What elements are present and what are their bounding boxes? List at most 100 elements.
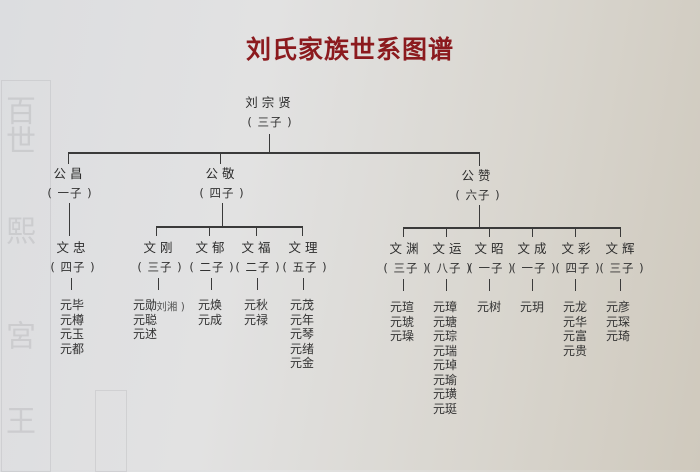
- node-name: 文忠: [56, 240, 90, 255]
- gen3-list-wenli: 元茂 元年 元琴 元绪 元金: [290, 298, 314, 371]
- connector-line: [256, 226, 258, 236]
- gen2-node-wenzhao: 文昭 ( 一子 ): [468, 241, 513, 276]
- node-son-count: ( 四子 ): [50, 260, 96, 274]
- gen2-node-wencai: 文彩 ( 四子 ): [555, 241, 600, 276]
- gen2-node-wenli: 文理 ( 五子 ): [282, 240, 327, 275]
- connector-line: [403, 279, 405, 291]
- node-son-count: ( 二子 ): [189, 260, 235, 274]
- gen3-name: 元树: [476, 300, 502, 314]
- connector-line: [156, 226, 158, 236]
- connector-line: [532, 227, 534, 237]
- connector-line: [620, 279, 622, 291]
- node-name: 文彩: [561, 241, 595, 256]
- gen2-node-wengang: 文刚 ( 三子 ): [137, 240, 182, 275]
- gen3-name: 元琸: [432, 358, 458, 372]
- connector-line: [257, 278, 259, 290]
- gen2-node-wenyu: 文郁 ( 二子 ): [189, 240, 234, 275]
- gen3-name: 元勋: [133, 298, 158, 312]
- gen3-name: 元焕: [197, 298, 223, 312]
- gen3-name: 元彦: [605, 300, 631, 314]
- gen3-list-wenzhao: 元树: [477, 300, 501, 315]
- gen3-name: 元都: [59, 341, 85, 356]
- gen3-name: 元瑞: [432, 343, 458, 358]
- node-name: 文郁: [195, 240, 229, 255]
- gen3-list-wenyu: 元焕 元成: [198, 298, 222, 327]
- node-son-count: ( 一子 ): [468, 261, 514, 275]
- background-calligraphy: 熙: [0, 215, 35, 245]
- gen3-name: 元玥: [519, 300, 545, 314]
- gen3-name: 元绪: [289, 341, 315, 356]
- node-name: 刘宗贤: [245, 95, 295, 110]
- gen3-name: 元琴: [289, 327, 315, 341]
- gen3-name: 元年: [289, 312, 315, 327]
- gen3-name: 元禄: [243, 312, 269, 327]
- node-son-count: ( 八子 ): [426, 261, 472, 275]
- connector-line: [69, 203, 71, 236]
- root-node: 刘宗贤 ( 三子 ): [245, 95, 295, 130]
- gen3-name: 元琮: [432, 329, 458, 343]
- connector-line: [489, 279, 491, 291]
- node-name: 公昌: [53, 166, 87, 181]
- connector-line: [68, 152, 70, 164]
- gen2-node-wenyun: 文运 ( 八子 ): [426, 241, 471, 276]
- node-name: 公赞: [461, 168, 495, 183]
- connector-line: [575, 279, 577, 291]
- gen2-node-wenyuan: 文渊 ( 三子 ): [383, 241, 428, 276]
- connector-line: [620, 227, 622, 237]
- node-name: 文辉: [605, 241, 639, 256]
- gen3-name: 元璪: [389, 329, 415, 343]
- alias-note: ( 刘湘 ): [149, 301, 185, 313]
- gen3-list-wenfu: 元秋 元禄: [244, 298, 268, 327]
- node-son-count: ( 二子 ): [235, 260, 281, 274]
- gen3-name: 元茂: [289, 298, 315, 312]
- connector-line: [575, 227, 577, 237]
- gen2-node-wenzhong: 文忠 ( 四子 ): [50, 240, 95, 275]
- node-name: 文运: [432, 241, 466, 256]
- connector-line: [532, 279, 534, 291]
- background-calligraphy: 王: [0, 405, 35, 435]
- gen3-name: 元毕: [59, 298, 85, 312]
- gen3-name: 元华: [562, 314, 588, 329]
- gen3-name: 元璋: [432, 300, 458, 314]
- node-son-count: ( 三子 ): [247, 115, 293, 129]
- background-calligraphy: 宮: [0, 320, 35, 350]
- connector-line: [489, 227, 491, 237]
- connector-bus: [68, 152, 480, 154]
- connector-line: [303, 278, 305, 290]
- gen3-name: 元秋: [243, 298, 269, 312]
- gen3-name: 元琥: [389, 314, 415, 329]
- connector-line: [479, 205, 481, 228]
- background-column-box: [1, 80, 51, 472]
- connector-line: [222, 203, 224, 227]
- gen3-name: 元玉: [59, 327, 85, 341]
- gen2-node-wenhui: 文辉 ( 三子 ): [599, 241, 644, 276]
- background-calligraphy: 百世: [0, 95, 35, 155]
- connector-line: [446, 279, 448, 291]
- diagram-title: 刘氏家族世系图谱: [245, 35, 454, 64]
- node-name: 公敬: [205, 166, 239, 181]
- node-son-count: ( 四子 ): [199, 186, 245, 200]
- node-son-count: ( 六子 ): [455, 188, 501, 202]
- gen3-name: 元樽: [59, 312, 85, 327]
- connector-line: [71, 278, 73, 290]
- gen3-name: 元述: [133, 327, 158, 341]
- node-son-count: ( 一子 ): [47, 186, 93, 200]
- gen2-node-wenfu: 文福 ( 二子 ): [235, 240, 280, 275]
- connector-bus: [156, 226, 303, 228]
- connector-line: [446, 227, 448, 237]
- gen3-name: 元璜: [432, 387, 458, 401]
- gen1-node-gongchang: 公昌 ( 一子 ): [47, 166, 92, 201]
- node-son-count: ( 三子 ): [137, 260, 183, 274]
- gen3-list-wencheng: 元玥: [520, 300, 544, 315]
- gen3-name: 元龙: [562, 300, 588, 314]
- gen3-list-wenyun: 元璋 元瑭 元琮 元瑞 元琸 元瑜 元璜 元珽: [433, 300, 457, 416]
- gen3-list-wenyuan: 元瑄 元琥 元璪: [390, 300, 414, 344]
- connector-line: [211, 278, 213, 290]
- connector-line: [220, 152, 222, 164]
- background-seal-box: [95, 390, 127, 472]
- gen3-name: 元聪: [133, 312, 158, 327]
- gen1-node-gongjing: 公敬 ( 四子 ): [199, 166, 244, 201]
- node-son-count: ( 三子 ): [383, 261, 429, 275]
- gen3-list-wenzhong: 元毕 元樽 元玉 元都: [60, 298, 84, 356]
- connector-line: [209, 226, 211, 236]
